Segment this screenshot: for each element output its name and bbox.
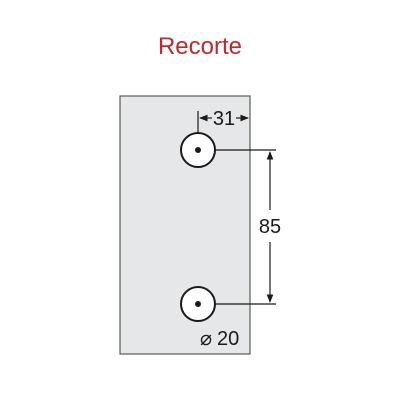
hole-spacing-label: 85 — [259, 216, 281, 238]
top-hole-center — [195, 147, 201, 153]
bottom-hole-center — [195, 301, 201, 307]
hole-diameter-label: 20 — [217, 328, 239, 350]
edge-offset-label: 31 — [213, 108, 235, 130]
diameter-symbol: ⌀ — [200, 328, 212, 350]
diagram-title: Recorte — [157, 33, 243, 60]
